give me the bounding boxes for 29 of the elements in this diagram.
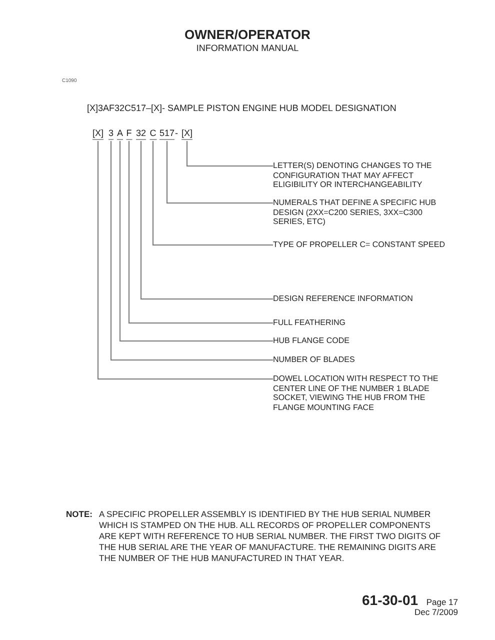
description-text: NUMBER OF BLADES xyxy=(273,355,453,364)
code-segment: 32 xyxy=(136,128,146,140)
leader-line xyxy=(152,140,274,246)
code-segment: C xyxy=(150,128,156,140)
code-segment: A xyxy=(117,128,123,140)
description-text: TYPE OF PROPELLER C= CONSTANT SPEED xyxy=(273,240,453,250)
leader-line xyxy=(140,140,274,300)
leader-line xyxy=(166,140,274,204)
description-text: DOWEL LOCATION WITH RESPECT TO THE CENTER LINE OF THE NUMBER 1 BLADE SOCKET, VIEWING THE HUB FROM THE FLANGE MOUNTING FACE xyxy=(273,374,453,412)
description-text: LETTER(S) DENOTING CHANGES TO THE CONFIGURATION THAT MAY AFFECT ELIGIBILITY OR INTERCHANGEABILITY xyxy=(273,161,453,190)
page-number: Page 17 xyxy=(426,597,458,607)
header-subtitle: INFORMATION MANUAL xyxy=(195,43,300,53)
description-text: DESIGN REFERENCE INFORMATION xyxy=(273,294,453,304)
description-text: NUMERALS THAT DEFINE A SPECIFIC HUB DESIGN (2XX=C200 SERIES, 3XX=C300 SERIES, ETC) xyxy=(273,198,453,226)
header-title: OWNER/OPERATOR xyxy=(184,28,312,42)
description-text: HUB FLANGE CODE xyxy=(273,336,453,346)
hyphen-text: - xyxy=(175,128,178,138)
leader-line xyxy=(186,140,274,166)
code-segment: 517 xyxy=(159,128,175,140)
note-heading: NOTE: xyxy=(66,509,92,520)
code-segment: [X] xyxy=(92,128,104,140)
section-number: 61-30-01 xyxy=(362,593,418,608)
code-segment: 3 xyxy=(108,128,114,140)
revision-date: Dec 7/2009 xyxy=(414,607,458,617)
description-text: FULL FEATHERING xyxy=(273,318,453,328)
code-segment: F xyxy=(126,128,132,140)
note-text: A SPECIFIC PROPELLER ASSEMBLY IS IDENTIFIED BY THE HUB SERIAL NUMBER WHICH IS STAMPED ON THE HUB. ALL RECORDS OF PROPELLER COMPONENTS ARE KEPT WITH REFERENCE TO HUB SERIAL NUMBER. THE FIRST TWO DIGITS OF THE HUB SERIAL ARE THE YEAR OF MANUFACTURE. THE REMAINING DIGITS ARE THE NUMBER OF THE HUB MANUFACTURED IN THAT YEAR. xyxy=(99,509,442,564)
designation-heading: [X]3AF32C517–[X]- SAMPLE PISTON ENGINE HUB MODEL DESIGNATION xyxy=(87,103,396,113)
code-segment: [X] xyxy=(182,128,192,140)
